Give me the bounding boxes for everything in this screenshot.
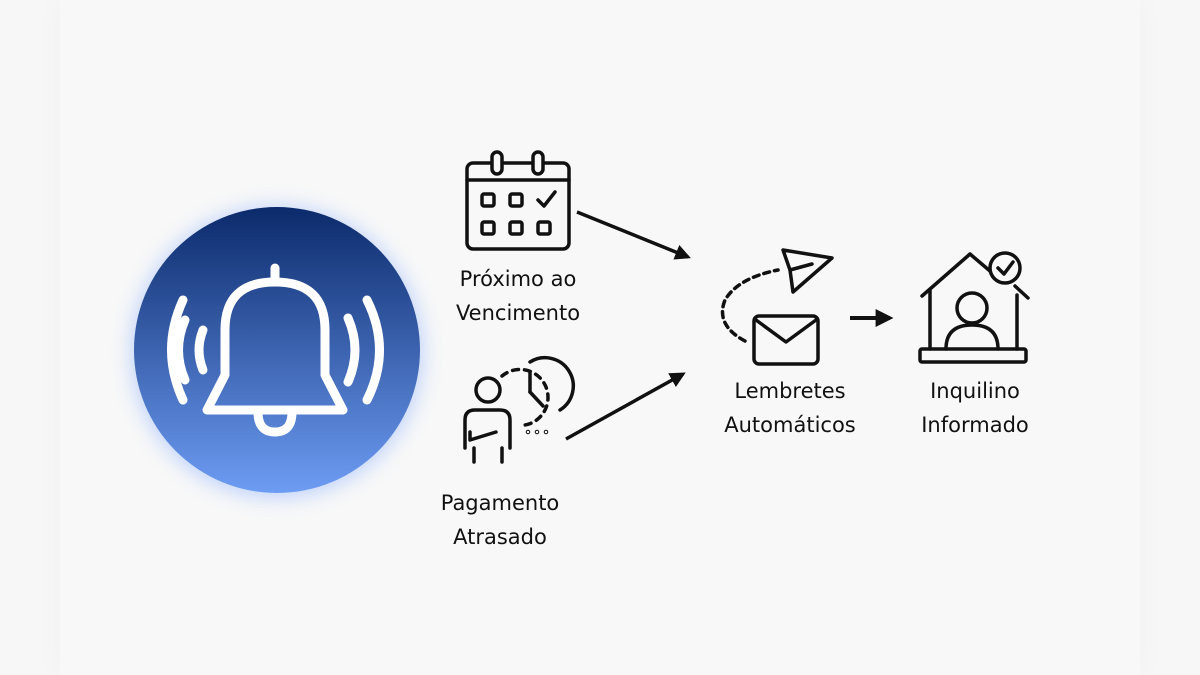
envelope-send-icon [720, 248, 834, 366]
person-clock-icon [463, 355, 576, 464]
arrow-due-to-reminders [576, 210, 691, 260]
label-line: Lembretes [734, 379, 846, 403]
bell-ringing-icon [131, 206, 423, 498]
label-line: Automáticos [724, 413, 856, 437]
label-late-payment: Pagamento Atrasado [400, 486, 600, 554]
label-line: Atrasado [453, 525, 547, 549]
label-line: Informado [921, 413, 1029, 437]
arrow-late-to-reminders [565, 372, 686, 441]
label-tenant-informed: Inquilino Informado [875, 374, 1075, 442]
label-line: Pagamento [440, 491, 560, 515]
label-line: Inquilino [930, 379, 1020, 403]
label-line: Próximo ao [459, 267, 577, 291]
house-person-check-icon [918, 251, 1030, 364]
calendar-check-icon [465, 150, 571, 251]
label-line: Vencimento [455, 301, 581, 325]
label-automatic-reminders: Lembretes Automáticos [690, 374, 890, 442]
label-due-soon: Próximo ao Vencimento [418, 262, 618, 330]
